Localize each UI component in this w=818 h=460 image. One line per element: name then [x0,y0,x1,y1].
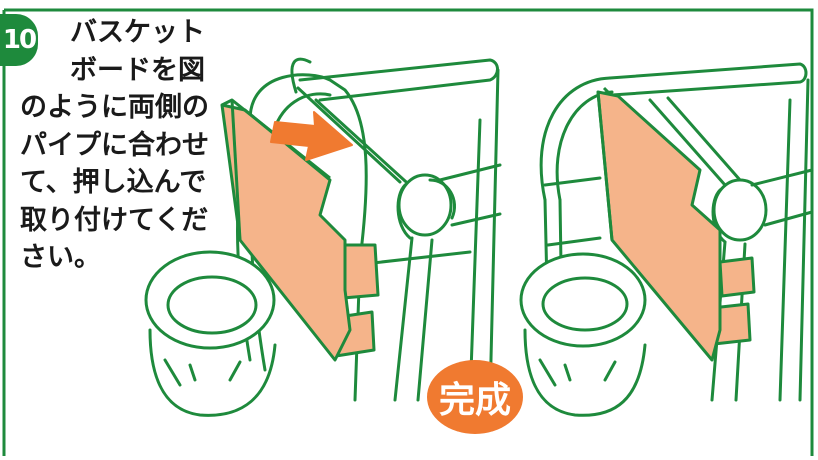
instruction-line: ボードを図 [70,54,205,86]
step-number-badge: 10 [0,14,38,66]
instruction-line: バスケット [70,17,205,48]
instruction-text: バスケット ボードを図 のように両側の パイプに合わせ て、押し込んで 取り付け… [20,14,225,277]
complete-badge: 完成 [427,360,523,434]
instruction-line: のように両側の [20,92,209,123]
instruction-line: パイプに合わせ [20,129,209,161]
instruction-line: て、押し込んで [20,167,207,198]
arrow-right-icon [270,111,353,161]
instruction-line: さい。 [20,242,101,273]
complete-label: 完成 [438,380,511,421]
instruction-line: 取り付けてくだ [20,204,209,236]
step-number: 10 [2,25,37,55]
